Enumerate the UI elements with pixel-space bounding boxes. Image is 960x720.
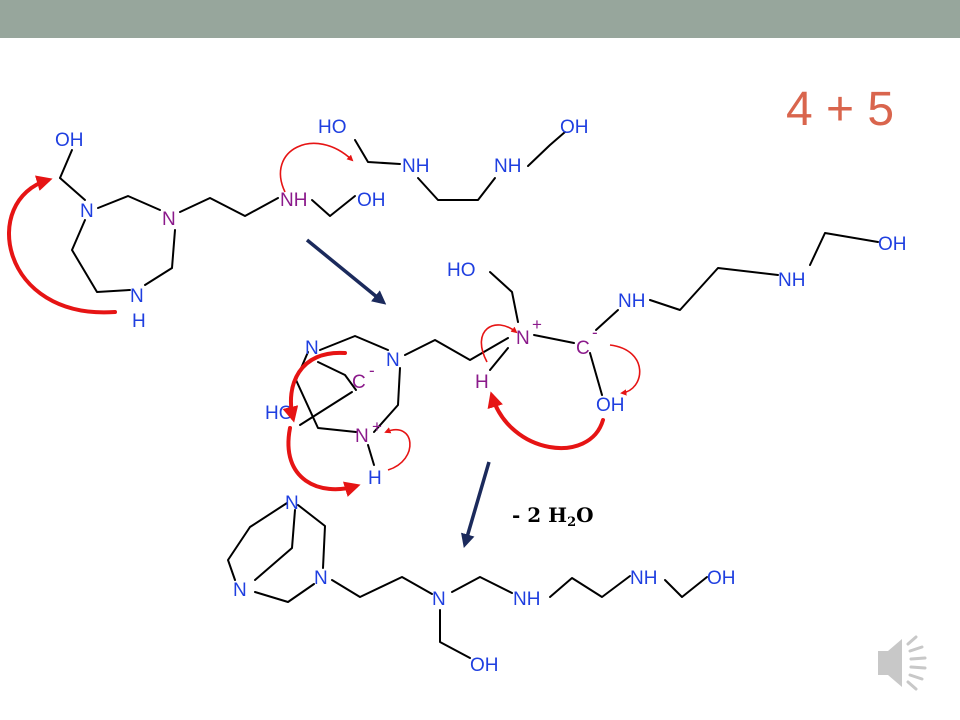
curved-arrow xyxy=(487,391,605,451)
charge-label: - xyxy=(369,361,375,380)
atom-label: NH xyxy=(280,190,307,211)
elimination-h: H xyxy=(548,503,568,527)
atom-label: NH xyxy=(618,291,645,312)
atom-label: OH xyxy=(357,190,386,211)
curved-arrow xyxy=(7,175,117,315)
charge-label: + xyxy=(372,417,382,436)
elimination-o: O xyxy=(576,503,594,527)
curved-arrow xyxy=(279,142,354,193)
intermediate-zwitterion: HO N + H C - OH NH NH OH xyxy=(447,232,907,451)
atom-label: N xyxy=(80,201,94,222)
atom-label: OH xyxy=(596,395,625,416)
atom-label: H xyxy=(368,468,382,489)
atom-label: NH xyxy=(494,156,521,177)
charge-label: - xyxy=(592,323,598,342)
atom-label: OH xyxy=(707,568,736,589)
top-bar xyxy=(0,0,960,38)
atom-label: OH xyxy=(560,117,589,138)
atom-label: NH xyxy=(402,156,429,177)
water-elimination-label: - 2 H2O xyxy=(512,503,594,530)
atom-label: N xyxy=(432,589,446,610)
atom-label: N xyxy=(314,568,328,589)
atom-label: N xyxy=(162,209,176,230)
slide-title: 4 + 5 xyxy=(786,83,895,136)
charge-label: + xyxy=(532,315,542,334)
atom-label: N xyxy=(130,286,144,307)
atom-label: OH xyxy=(55,130,84,151)
atom-label: OH xyxy=(470,655,499,676)
molecule-ring-aminal: OH N N N H xyxy=(7,130,279,332)
reaction-arrow xyxy=(461,461,491,549)
atom-label: N xyxy=(305,338,319,359)
atom-label: C xyxy=(352,372,366,393)
elimination-subscript: 2 xyxy=(567,515,577,530)
reaction-arrow xyxy=(305,238,387,305)
molecule-product: N N N N NH NH OH OH xyxy=(227,493,736,676)
elimination-prefix: - 2 xyxy=(512,503,549,527)
atom-label: N xyxy=(386,350,400,371)
atom-label: N xyxy=(233,580,247,601)
intermediate-cage: N N C - HO N + H xyxy=(265,335,509,497)
atom-label: NH xyxy=(513,589,540,610)
speaker-icon[interactable] xyxy=(878,635,927,691)
curved-arrow xyxy=(286,426,361,497)
atom-label: H xyxy=(475,372,489,393)
atom-label: OH xyxy=(878,234,907,255)
curved-arrow xyxy=(384,427,411,471)
curved-arrow xyxy=(282,350,347,423)
atom-label: HO xyxy=(318,117,347,138)
atom-label: C xyxy=(576,338,590,359)
molecule-linear-amine: HO NH NH OH NH OH xyxy=(279,117,589,217)
atom-label: NH xyxy=(778,270,805,291)
atom-label: N xyxy=(355,426,369,447)
curved-arrow xyxy=(609,344,641,396)
atom-label: N xyxy=(516,328,530,349)
curved-arrow xyxy=(480,324,518,363)
atom-label: NH xyxy=(630,568,657,589)
atom-label: HO xyxy=(447,260,476,281)
atom-label: H xyxy=(132,311,146,332)
atom-label: N xyxy=(285,493,299,514)
